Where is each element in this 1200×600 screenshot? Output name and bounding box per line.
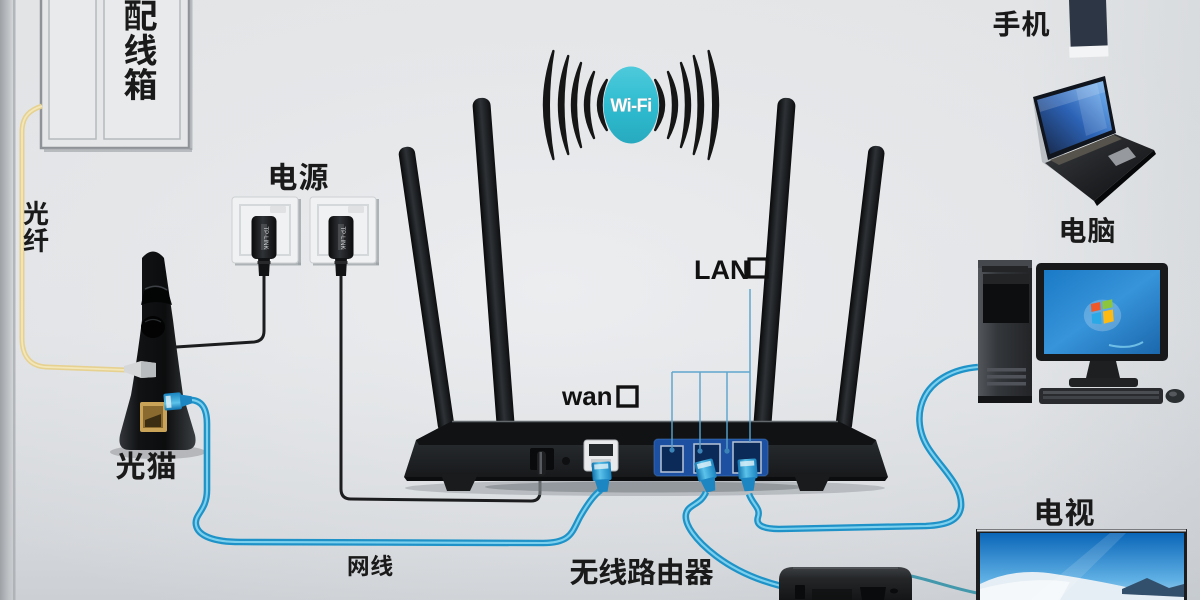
svg-text:TP·LINK: TP·LINK	[339, 226, 345, 249]
svg-text:LAN: LAN	[694, 255, 750, 285]
svg-text:Wi-Fi: Wi-Fi	[610, 96, 651, 116]
svg-text:wan: wan	[561, 381, 613, 411]
svg-text:TP·LINK: TP·LINK	[262, 226, 268, 249]
